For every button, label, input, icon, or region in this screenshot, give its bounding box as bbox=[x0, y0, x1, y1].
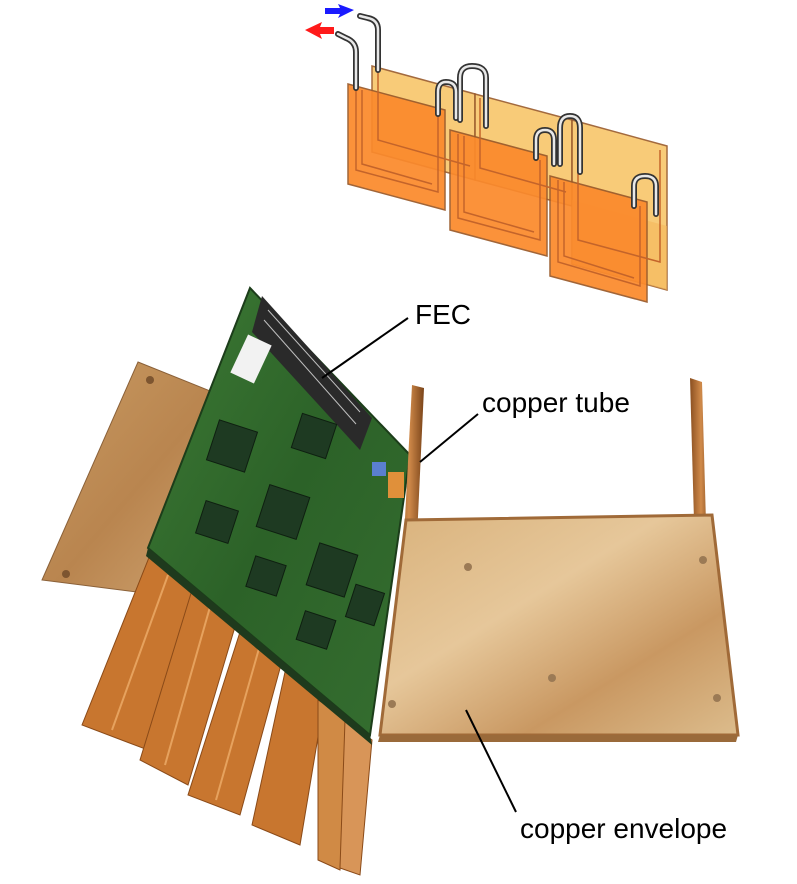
fec-label: FEC bbox=[415, 299, 471, 330]
front-plate-3 bbox=[549, 175, 648, 303]
chip bbox=[205, 419, 259, 473]
callouts: FEC copper tube copper envelope bbox=[321, 299, 727, 844]
copper-envelope-leader-line bbox=[465, 709, 517, 813]
cooling-schematic bbox=[305, 4, 668, 303]
chip bbox=[255, 483, 311, 541]
chip bbox=[305, 542, 359, 598]
u-bend-tubes-inner bbox=[336, 14, 658, 216]
blue-arrow-left-icon bbox=[325, 4, 354, 18]
channel-traces bbox=[355, 70, 661, 288]
orange-component bbox=[388, 472, 404, 498]
chip bbox=[295, 610, 337, 650]
kapton-cables bbox=[81, 554, 373, 876]
copper-tube-leader-line bbox=[419, 413, 479, 463]
copper-tube-label: copper tube bbox=[482, 387, 630, 418]
fec-connector bbox=[252, 296, 372, 450]
copper-envelope bbox=[378, 513, 740, 737]
front-plate-1 bbox=[347, 83, 446, 211]
board-sticker bbox=[230, 334, 272, 384]
fec-board-edge bbox=[146, 548, 372, 745]
copper-envelope-rim bbox=[378, 735, 738, 742]
fec-leader-line bbox=[321, 317, 409, 379]
chip bbox=[290, 412, 338, 460]
copper-envelope-label: copper envelope bbox=[520, 813, 727, 844]
chip bbox=[245, 555, 287, 597]
front-plates bbox=[347, 83, 648, 303]
blue-component bbox=[372, 462, 386, 476]
chip bbox=[194, 499, 240, 545]
front-plate-2 bbox=[449, 129, 548, 257]
red-arrow-left-icon bbox=[305, 22, 334, 39]
chip bbox=[344, 583, 386, 627]
assembly-illustration bbox=[41, 286, 740, 876]
